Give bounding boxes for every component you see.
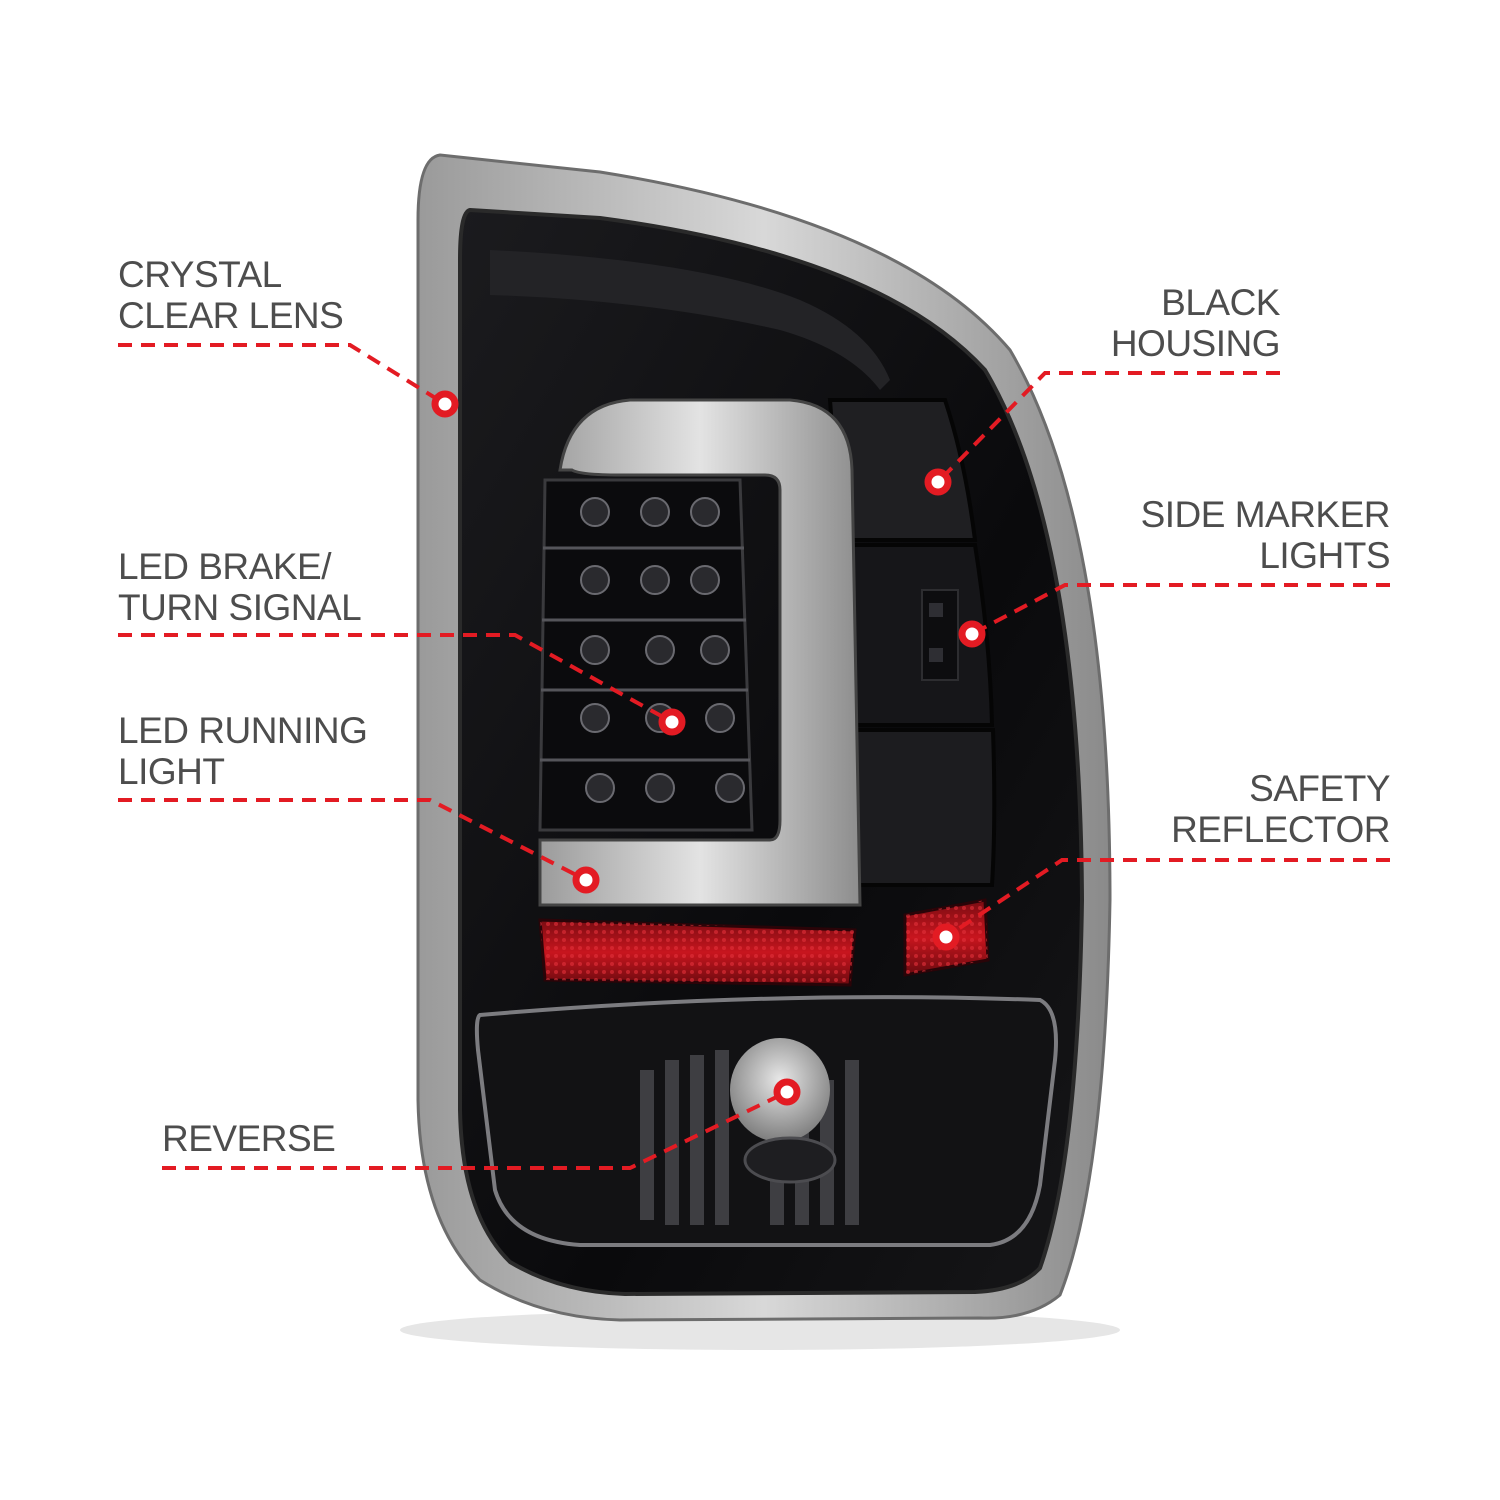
- side-marker-led-1: [929, 603, 943, 617]
- label-line: TURN SIGNAL: [118, 587, 362, 628]
- dot-led-brake: [658, 708, 686, 736]
- label-black-housing: BLACK HOUSING: [1110, 282, 1281, 364]
- dot-side-marker: [958, 620, 986, 648]
- leader-safety-reflector: [944, 858, 1390, 939]
- label-line: LIGHT: [118, 751, 225, 792]
- label-line: HOUSING: [1110, 323, 1281, 364]
- reverse-bulb-base: [743, 1136, 837, 1184]
- dot-safety-reflector: [932, 923, 960, 951]
- label-side-marker-lights: SIDE MARKER LIGHTS: [1140, 494, 1391, 576]
- housing-panel-upper: [827, 398, 978, 542]
- led-tube-running-light: [538, 398, 862, 907]
- label-line: REFLECTOR: [1171, 809, 1390, 850]
- label-line: BLACK: [1161, 282, 1280, 323]
- label-led-running-light: LED RUNNING LIGHT: [118, 710, 368, 792]
- housing-panel-lower: [849, 728, 997, 887]
- top-channel: [490, 250, 890, 390]
- label-line: SIDE MARKER: [1140, 494, 1391, 535]
- side-marker-led-2: [929, 648, 943, 662]
- label-line: LED RUNNING: [118, 710, 368, 751]
- dot-led-running: [572, 866, 600, 894]
- label-crystal-clear-lens: CRYSTAL CLEAR LENS: [118, 254, 344, 336]
- leader-black-housing: [936, 371, 1280, 484]
- led-diodes: [580, 497, 745, 803]
- safety-reflector-main-texture: [540, 920, 855, 985]
- label-line: SAFETY: [1249, 768, 1390, 809]
- leader-side-marker: [971, 583, 1390, 636]
- label-line: LED BRAKE/: [118, 546, 331, 587]
- label-led-brake-turn-signal: LED BRAKE/ TURN SIGNAL: [118, 546, 362, 628]
- label-reverse: REVERSE: [162, 1118, 336, 1159]
- label-line: CRYSTAL: [118, 254, 282, 295]
- label-line: REVERSE: [162, 1118, 336, 1159]
- leader-reverse: [162, 1090, 788, 1170]
- callout-leader-lines: [118, 343, 1390, 1170]
- label-safety-reflector: SAFETY REFLECTOR: [1171, 768, 1390, 850]
- dot-crystal-lens: [431, 390, 459, 418]
- led-brake-dividers: [540, 546, 750, 762]
- leader-led-running: [118, 798, 587, 882]
- dot-reverse: [773, 1078, 801, 1106]
- callout-dots: [431, 390, 986, 1106]
- label-line: LIGHTS: [1259, 535, 1390, 576]
- leader-led-brake: [118, 633, 673, 724]
- leader-crystal-lens: [118, 343, 447, 406]
- label-line: CLEAR LENS: [118, 295, 344, 336]
- ground-shadow: [400, 1310, 1120, 1350]
- dot-black-housing: [924, 468, 952, 496]
